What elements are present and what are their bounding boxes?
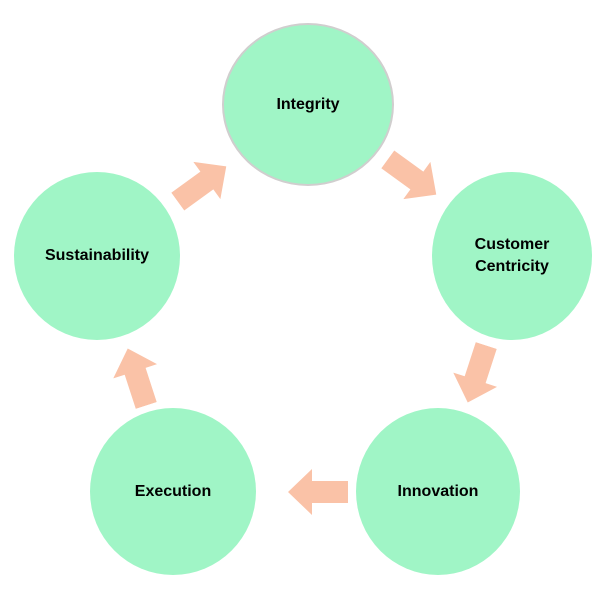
block-arrow-icon — [381, 150, 437, 200]
arrow-integrity-to-customer-centricity — [374, 141, 450, 213]
arrow-innovation-to-execution — [288, 469, 348, 515]
node-integrity: Integrity — [222, 23, 394, 186]
arrow-sustainability-to-integrity — [164, 148, 240, 220]
node-innovation: Innovation — [356, 408, 520, 575]
node-sustainability-label: Sustainability — [44, 247, 150, 264]
node-innovation-label: Innovation — [397, 482, 479, 500]
block-arrow-icon — [171, 161, 227, 211]
node-integrity-label: Integrity — [276, 95, 340, 113]
node-customer-centricity-label: Customer Centricity — [474, 236, 550, 275]
block-arrow-icon — [453, 342, 498, 403]
node-customer-centricity: Customer Centricity — [432, 172, 592, 340]
arrow-customer-centricity-to-innovation — [446, 338, 508, 409]
node-sustainability: Sustainability — [14, 172, 180, 340]
arrow-execution-to-sustainability — [106, 341, 168, 412]
node-execution: Execution — [90, 408, 256, 575]
block-arrow-icon — [113, 348, 158, 409]
block-arrow-icon — [288, 469, 348, 515]
node-execution-label: Execution — [134, 482, 212, 500]
